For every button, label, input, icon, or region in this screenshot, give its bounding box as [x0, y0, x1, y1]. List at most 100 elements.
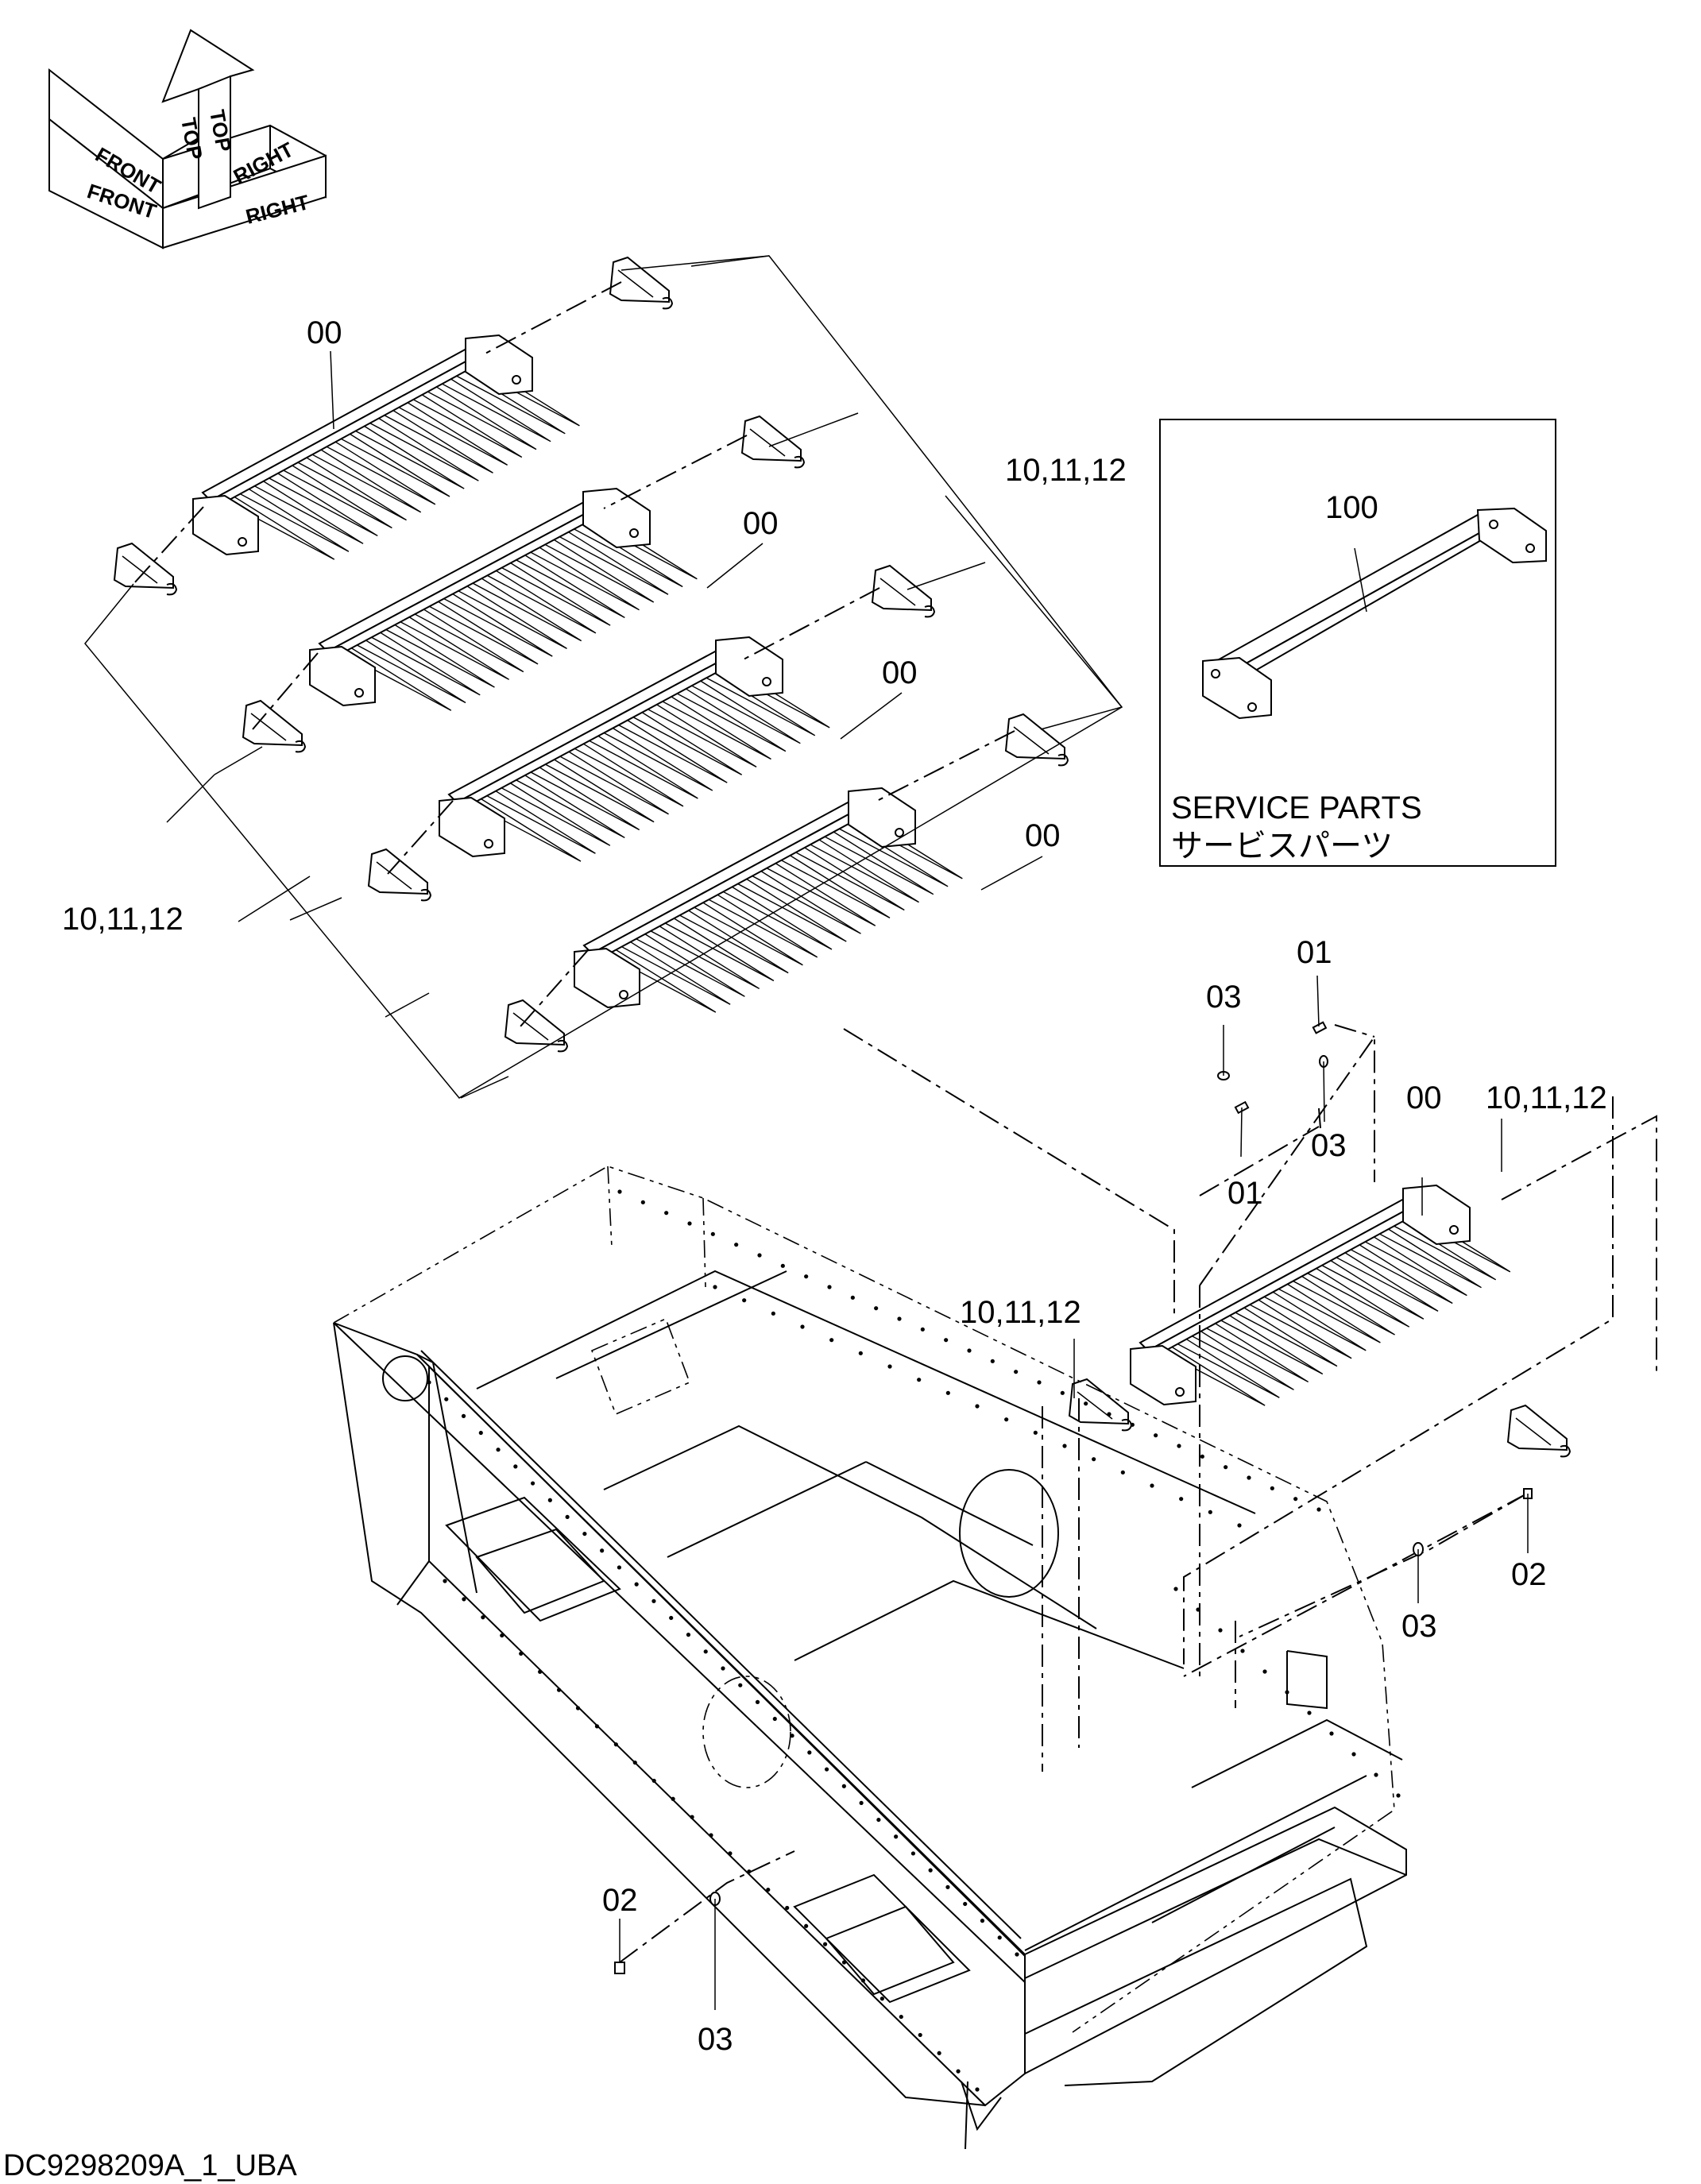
rivet-48 [690, 1815, 694, 1819]
rivet-66 [664, 1211, 669, 1216]
rivet-90 [1224, 1465, 1228, 1470]
service-parts-title-en: SERVICE PARTS [1171, 790, 1422, 825]
callout-03-mid: 03 [1311, 1128, 1347, 1163]
rivet-20 [772, 1716, 777, 1722]
rivet-74 [850, 1295, 855, 1300]
rivet-60 [918, 2032, 922, 2038]
hanger-l2 [242, 699, 307, 753]
callout-01-mid: 01 [1227, 1176, 1263, 1211]
rivet-86 [1130, 1422, 1135, 1427]
rivet-39 [519, 1651, 524, 1656]
hanger-l1 [113, 542, 178, 596]
rivet-25 [859, 1800, 864, 1806]
rivet-26 [876, 1817, 881, 1823]
rivet-55 [822, 1942, 828, 1946]
straw-rack-right [1130, 1184, 1511, 1406]
rivet-79 [967, 1348, 972, 1353]
rivet-102 [917, 1378, 922, 1382]
straw-rack-3 [439, 636, 830, 862]
rivet-77 [920, 1327, 925, 1332]
rivet-33 [997, 1935, 1002, 1940]
rivet-31 [963, 1901, 968, 1907]
rivet-38 [500, 1633, 505, 1638]
rivet-72 [804, 1274, 809, 1279]
rivet-69 [734, 1243, 739, 1247]
rivet-106 [1033, 1430, 1038, 1435]
rivet-114 [1173, 1587, 1178, 1591]
straw-rack-assemblies [192, 334, 1511, 1406]
rivet-111 [1179, 1497, 1184, 1502]
service-parts-title-jp: サービスパーツ [1171, 829, 1393, 864]
orientation-icon: FRONT FRONT TOP TOP RIGHT RIGHT [48, 29, 327, 249]
rivet-103 [945, 1390, 950, 1395]
rivet-43 [594, 1724, 600, 1729]
hanger-r3 [871, 564, 936, 618]
rivet-98 [800, 1324, 805, 1329]
callout-labels: 00 00 00 00 10,11,12 10,11,12 01 03 01 0… [62, 315, 1607, 2057]
rivet-97 [771, 1311, 775, 1316]
callout-03-right: 03 [1401, 1609, 1437, 1644]
rivet-1 [444, 1397, 449, 1401]
rivet-95 [713, 1285, 717, 1289]
rivet-107 [1062, 1444, 1067, 1448]
rivet-5 [513, 1464, 518, 1469]
rivet-40 [538, 1669, 543, 1674]
hanger-right-a [1506, 1404, 1571, 1458]
hanger-r4 [1004, 713, 1069, 767]
fasteners [614, 975, 1533, 2010]
rivet-61 [937, 2051, 941, 2055]
rivet-4 [496, 1448, 501, 1452]
callout-01-top: 01 [1297, 935, 1332, 970]
rivet-109 [1120, 1470, 1125, 1475]
rivet-73 [827, 1285, 832, 1289]
rivet-80 [990, 1359, 995, 1363]
callout-00-rack1: 00 [307, 315, 342, 350]
rivet-45 [632, 1760, 637, 1765]
rivet-110 [1150, 1483, 1154, 1488]
rivet-70 [757, 1253, 762, 1258]
rivet-83 [1060, 1390, 1065, 1395]
rivet-122 [1351, 1752, 1356, 1757]
rivet-117 [1240, 1649, 1245, 1653]
callout-hangers-right: 10,11,12 [1486, 1080, 1607, 1115]
rivet-16 [703, 1649, 708, 1654]
rivet-0 [427, 1380, 431, 1385]
bolt-01-top [1312, 1021, 1328, 1034]
rivet-9 [582, 1531, 587, 1537]
callout-03-top: 03 [1206, 980, 1242, 1015]
rivet-52 [766, 1887, 771, 1892]
callout-00-rack3: 00 [882, 655, 918, 690]
drawing-code: DC9298209A_1_UBA [3, 2149, 297, 2182]
rivet-17 [721, 1666, 725, 1671]
rivet-11 [617, 1565, 622, 1570]
rivet-71 [780, 1263, 785, 1268]
hanger-l4 [504, 999, 569, 1053]
rivet-85 [1107, 1412, 1111, 1417]
straw-rack-2 [309, 487, 698, 711]
rivet-58 [879, 1997, 884, 2001]
hanger-r2 [740, 415, 806, 469]
rivet-41 [556, 1687, 562, 1692]
rivet-3 [478, 1430, 483, 1436]
rivet-94 [1316, 1507, 1321, 1512]
rivet-44 [613, 1742, 618, 1747]
rivet-101 [887, 1364, 892, 1369]
rivet-8 [565, 1514, 570, 1520]
rivet-46 [651, 1778, 656, 1784]
rivet-119 [1285, 1690, 1289, 1695]
rivet-21 [790, 1734, 794, 1738]
callout-02-bottom: 02 [602, 1883, 638, 1918]
rivet-7 [547, 1498, 552, 1502]
rivet-96 [742, 1298, 747, 1303]
rivet-13 [651, 1598, 656, 1603]
rivet-15 [686, 1633, 691, 1637]
rivet-84 [1084, 1401, 1088, 1406]
right-fastener-lines [619, 1024, 1657, 1963]
callout-03-bottom: 03 [698, 2022, 733, 2057]
nut-02-bottom [614, 1962, 625, 1974]
hanger-right-b [1068, 1378, 1133, 1432]
rivet-121 [1329, 1731, 1334, 1736]
callout-00-rack4: 00 [1025, 818, 1061, 853]
callout-hangers-upper-right: 10,11,12 [1005, 453, 1127, 488]
